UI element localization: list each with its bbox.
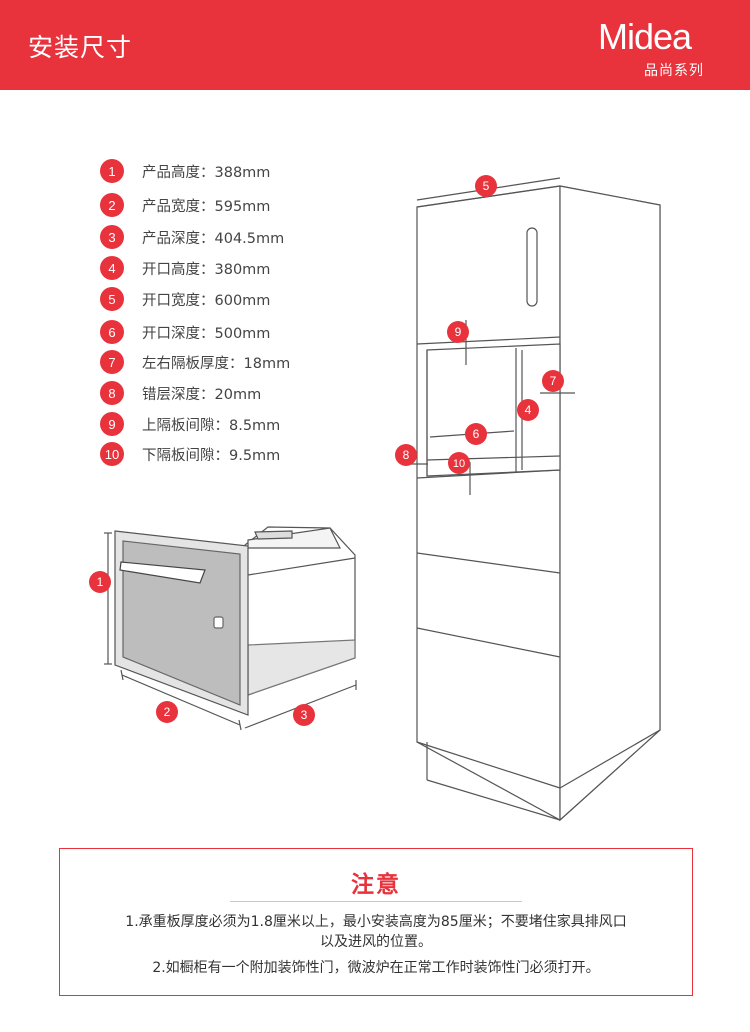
marker-7: 7 bbox=[542, 370, 564, 392]
spec-text: 上隔板间隙：8.5mm bbox=[142, 417, 281, 434]
marker-8: 8 bbox=[395, 444, 417, 466]
marker-5: 5 bbox=[475, 175, 497, 197]
svg-text:2: 2 bbox=[164, 705, 171, 719]
spec-text: 开口宽度：600mm bbox=[142, 292, 271, 309]
marker-10: 10 bbox=[448, 452, 470, 474]
spec-item: 3 产品深度：404.5mm bbox=[100, 224, 284, 250]
spec-item: 4 开口高度：380mm bbox=[100, 255, 270, 281]
notice-item-1: 1.承重板厚度必须为1.8厘米以上，最小安装高度为85厘米；不要堵住家具排风口 bbox=[125, 914, 627, 930]
svg-text:6: 6 bbox=[473, 427, 480, 441]
notice-divider bbox=[230, 901, 522, 902]
spec-badge: 10 bbox=[100, 442, 124, 466]
marker-6: 6 bbox=[465, 423, 487, 445]
spec-item: 7 左右隔板厚度：18mm bbox=[100, 349, 290, 375]
svg-text:8: 8 bbox=[403, 448, 410, 462]
spec-badge: 9 bbox=[100, 412, 124, 436]
spec-text: 错层深度：20mm bbox=[142, 386, 262, 403]
spec-item: 8 错层深度：20mm bbox=[100, 380, 261, 406]
spec-badge: 4 bbox=[100, 256, 124, 280]
marker-3: 3 bbox=[293, 704, 315, 726]
marker-1: 1 bbox=[89, 571, 111, 593]
svg-text:9: 9 bbox=[455, 325, 462, 339]
page-title: 安装尺寸 bbox=[28, 33, 133, 62]
svg-text:10: 10 bbox=[453, 458, 465, 470]
notice-box: 注意 1.承重板厚度必须为1.8厘米以上，最小安装高度为85厘米；不要堵住家具排… bbox=[59, 848, 693, 996]
notice-item-1-cont: 以及进风的位置。 bbox=[320, 934, 432, 950]
marker-2: 2 bbox=[156, 701, 178, 723]
spec-item: 5 开口宽度：600mm bbox=[100, 286, 270, 312]
svg-text:5: 5 bbox=[483, 179, 490, 193]
svg-text:1: 1 bbox=[97, 575, 104, 589]
spec-item: 9 上隔板间隙：8.5mm bbox=[100, 411, 280, 437]
spec-badge: 8 bbox=[100, 381, 124, 405]
spec-text: 产品宽度：595mm bbox=[142, 198, 271, 215]
svg-text:3: 3 bbox=[301, 708, 308, 722]
oven-drawing bbox=[114, 526, 356, 716]
spec-badge: 2 bbox=[100, 193, 124, 217]
spec-text: 开口深度：500mm bbox=[142, 325, 271, 342]
spec-badge: 6 bbox=[100, 320, 124, 344]
notice-title: 注意 bbox=[351, 872, 401, 898]
spec-badge: 7 bbox=[100, 350, 124, 374]
series-name: 品尚系列 bbox=[644, 63, 704, 79]
marker-4: 4 bbox=[517, 399, 539, 421]
brand-name: Midea bbox=[598, 16, 692, 57]
spec-text: 产品高度：388mm bbox=[142, 164, 271, 181]
spec-badge: 1 bbox=[100, 159, 124, 183]
spec-item: 10 下隔板间隙：9.5mm bbox=[100, 441, 280, 467]
spec-text: 开口高度：380mm bbox=[142, 261, 271, 278]
svg-text:4: 4 bbox=[525, 403, 532, 417]
spec-item: 2 产品宽度：595mm bbox=[100, 192, 270, 218]
spec-text: 产品深度：404.5mm bbox=[142, 230, 285, 247]
spec-item: 1 产品高度：388mm bbox=[100, 158, 270, 184]
marker-9: 9 bbox=[447, 321, 469, 343]
spec-badge: 3 bbox=[100, 225, 124, 249]
spec-badge: 5 bbox=[100, 287, 124, 311]
notice-item-2: 2.如橱柜有一个附加装饰性门，微波炉在正常工作时装饰性门必须打开。 bbox=[152, 960, 600, 976]
spec-text: 下隔板间隙：9.5mm bbox=[142, 447, 281, 464]
header-banner: 安装尺寸 Midea 品尚系列 bbox=[0, 0, 750, 90]
spec-text: 左右隔板厚度：18mm bbox=[142, 355, 291, 372]
spec-item: 6 开口深度：500mm bbox=[100, 319, 270, 345]
svg-text:7: 7 bbox=[550, 374, 557, 388]
cabinet-drawing bbox=[416, 185, 661, 822]
